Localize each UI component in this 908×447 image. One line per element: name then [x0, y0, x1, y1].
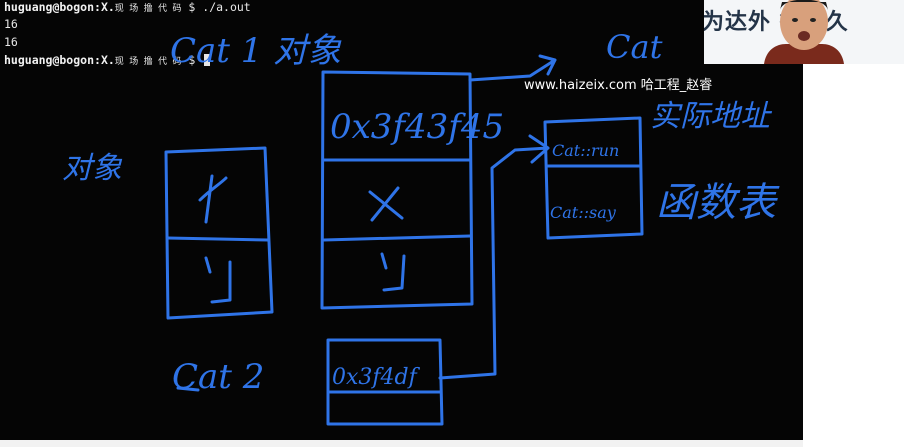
vptr-value: 0x3f43f45 [330, 107, 504, 147]
right-margin [803, 64, 908, 447]
text-cursor [204, 54, 211, 66]
y1-glyph [204, 256, 232, 304]
object-label: 对象 [62, 151, 123, 186]
path-cn: 现 场 撸 代 码 [114, 57, 182, 67]
func-entry-run: Cat::run [552, 141, 619, 160]
cat2-underline [176, 386, 200, 392]
vptr-arrow [468, 54, 557, 82]
object2-box [320, 70, 474, 310]
object1-box [164, 146, 274, 320]
terminal-line-command: huguang@bogon:X.现 场 撸 代 码 $ ./a.out [4, 0, 251, 16]
path-prefix: :X. [94, 0, 115, 14]
cat2-vptr-value: 0x3f4df [332, 365, 421, 390]
user-host: huguang@bogon [4, 0, 95, 14]
concrete-address-label: 实际地址 [650, 99, 773, 134]
webcam-overlay: 为达外 行好久 [704, 0, 904, 64]
presenter-image [764, 0, 844, 64]
watermark-text: www.haizeix.com 哈工程_赵睿 [524, 78, 713, 93]
terminal-line-prompt[interactable]: huguang@bogon:X.现 场 撸 代 码 $ [4, 53, 211, 69]
terminal-window[interactable]: huguang@bogon:X.现 场 撸 代 码 $ ./a.out 16 1… [0, 0, 803, 440]
object2-divider-b [322, 234, 472, 242]
cat1-object-label: Cat 1 对象 [170, 31, 342, 71]
function-table-label: 函数表 [656, 180, 780, 226]
x2-glyph [368, 186, 404, 222]
x1-glyph [198, 174, 228, 224]
user-host: huguang@bogon [4, 53, 95, 67]
func-entry-say: Cat::say [550, 203, 617, 222]
y2-glyph [380, 252, 406, 292]
object1-divider [166, 236, 270, 242]
cat2-arrow [438, 134, 550, 380]
cat-class-label: Cat [606, 28, 663, 66]
bottom-margin [0, 440, 803, 447]
annotation-drawing: Cat 1 对象 对象 0x3f43f45 Cat 2 0x3f4df Cat … [62, 28, 780, 426]
terminal-output-1: 16 [4, 17, 18, 31]
command-text: ./a.out [202, 0, 251, 14]
func-table-box [543, 116, 644, 240]
prompt-symbol: $ [181, 53, 203, 67]
terminal-output-2: 16 [4, 35, 18, 49]
prompt-symbol: $ [181, 0, 203, 14]
cat2-box [326, 338, 444, 426]
path-prefix: :X. [94, 53, 115, 67]
path-cn: 现 场 撸 代 码 [114, 4, 182, 14]
cat2-label: Cat 2 [172, 357, 264, 397]
